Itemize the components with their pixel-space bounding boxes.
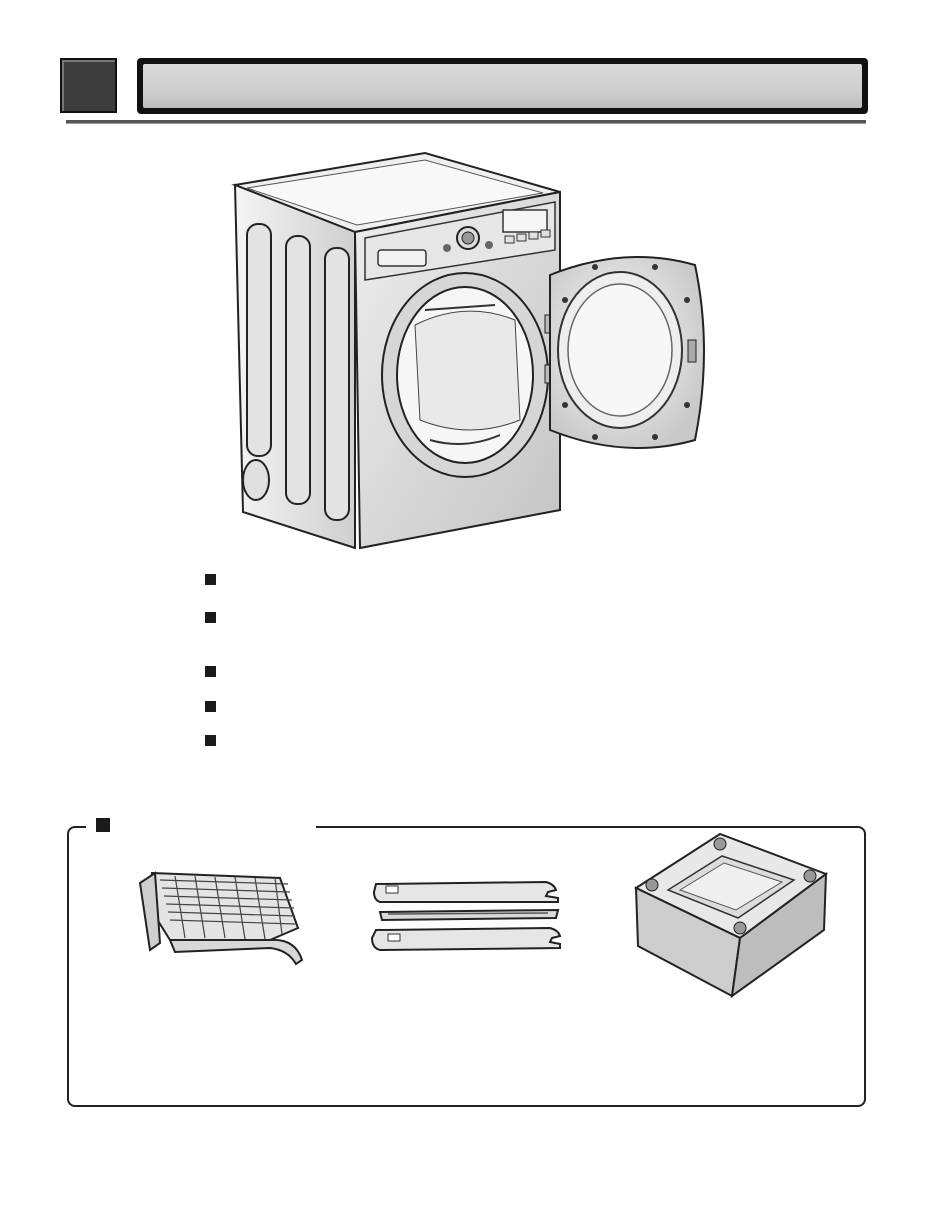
bullet-square-icon: [205, 611, 216, 623]
bullet-square-icon: [96, 818, 110, 832]
accessories-heading: [86, 814, 316, 836]
section-number-badge: [60, 58, 117, 113]
bullet-square-icon: [205, 734, 216, 746]
stacking-kit-icon: [370, 880, 562, 952]
list-item: [205, 698, 228, 714]
list-item: [205, 732, 228, 748]
list-item: [205, 609, 228, 625]
drying-rack-icon: [138, 871, 304, 966]
pedestal-icon: [633, 832, 829, 999]
dryer-illustration: [231, 151, 705, 550]
section-title: [143, 64, 862, 108]
bullet-square-icon: [205, 573, 216, 585]
accessories-panel: [67, 826, 866, 1107]
bullet-square-icon: [205, 665, 216, 677]
list-item: [205, 663, 228, 679]
bullet-square-icon: [205, 700, 216, 712]
list-item: [205, 571, 228, 587]
header-divider: [66, 120, 866, 124]
section-title-bar: [137, 58, 868, 114]
